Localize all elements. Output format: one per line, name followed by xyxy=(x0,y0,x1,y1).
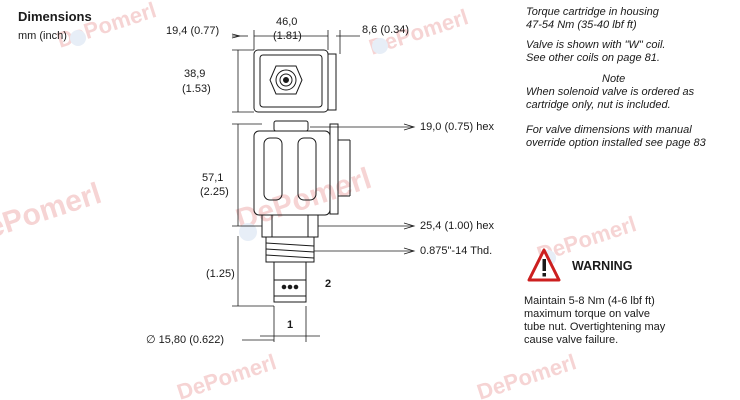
dim-lines-side xyxy=(232,123,320,342)
port-1-label: 1 xyxy=(287,319,294,331)
offset-right-dim: 8,6 (0.34) xyxy=(362,24,410,36)
thread-dim: 0.875"-14 Thd. xyxy=(420,245,493,257)
watermark-text: DePomerl xyxy=(0,177,105,252)
leader-lines xyxy=(310,123,416,255)
override-note-line1: For valve dimensions with manual xyxy=(526,124,692,136)
hex-nut-dim: 19,0 (0.75) hex xyxy=(420,121,494,133)
coil-height-inch: (2.25) xyxy=(200,186,229,198)
diameter-dim: ∅ 15,80 (0.622) xyxy=(146,334,225,346)
coil-height-mm: 57,1 xyxy=(202,172,224,184)
height-top-inch: (1.53) xyxy=(182,83,211,95)
warning-title: WARNING xyxy=(572,259,633,273)
side-view-coil xyxy=(253,120,351,216)
warning-line4: cause valve failure. xyxy=(524,334,619,346)
units-label: mm (inch) xyxy=(18,30,67,42)
cartridge-note-line2: cartridge only, nut is included. xyxy=(526,99,671,111)
side-view-cartridge xyxy=(261,214,319,303)
warning-triangle-icon xyxy=(527,248,561,282)
coil-note-line2: See other coils on page 81. xyxy=(526,52,660,64)
lower-height-dim: (1.25) xyxy=(206,268,235,280)
override-note-line2: override option installed see page 83 xyxy=(526,137,706,149)
body-hex-dim: 25,4 (1.00) hex xyxy=(420,220,494,232)
coil-note-line1: Valve is shown with "W" coil. xyxy=(526,39,666,51)
warning-line3: tube nut. Overtightening may xyxy=(524,321,666,333)
note-heading: Note xyxy=(602,73,626,85)
offset-left-dim: 19,4 (0.77) xyxy=(166,25,220,37)
watermark-text: DePomerl xyxy=(474,349,579,400)
section-title: Dimensions xyxy=(18,9,92,24)
cartridge-note-line1: When solenoid valve is ordered as xyxy=(526,86,695,98)
width-top-mm: 46,0 xyxy=(276,16,298,28)
watermark-text: DePomerl xyxy=(54,0,159,53)
watermark-text: DePomerl xyxy=(174,349,279,400)
height-top-mm: 38,9 xyxy=(184,68,206,80)
torque-note-line2: 47-54 Nm (35-40 lbf ft) xyxy=(526,19,637,31)
top-view xyxy=(253,49,337,113)
width-top-inch: (1.81) xyxy=(273,30,302,42)
dim-lines-top xyxy=(231,30,360,113)
warning-line1: Maintain 5-8 Nm (4-6 lbf ft) xyxy=(524,295,655,307)
warning-line2: maximum torque on valve xyxy=(524,308,650,320)
port-2-label: 2 xyxy=(325,278,332,290)
torque-note-line1: Torque cartridge in housing xyxy=(526,6,659,18)
